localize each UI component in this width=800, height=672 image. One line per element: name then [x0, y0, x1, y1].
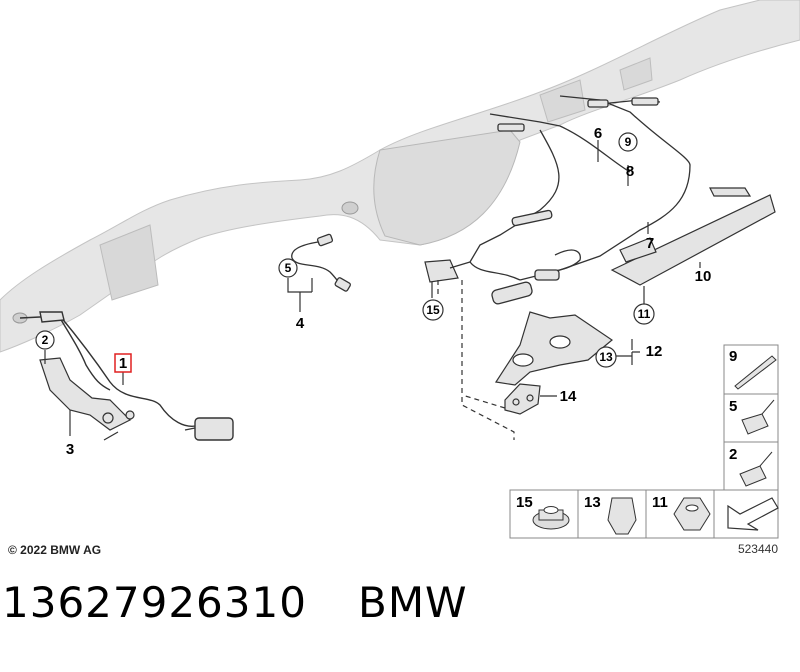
part-number: 13627926310 — [2, 578, 307, 627]
brand-name: BMW — [358, 578, 468, 627]
callout-9[interactable]: 9 — [618, 132, 638, 152]
callout-14[interactable]: 14 — [560, 388, 577, 405]
svg-text:5: 5 — [729, 398, 737, 415]
legend-item-15[interactable]: 15 — [516, 494, 570, 530]
svg-text:13: 13 — [599, 350, 613, 364]
callout-2[interactable]: 2 — [35, 330, 55, 350]
legend-item-5[interactable]: 5 — [729, 398, 775, 435]
svg-text:7: 7 — [646, 235, 654, 252]
svg-text:1: 1 — [119, 355, 127, 372]
legend-item-2[interactable]: 2 — [729, 446, 773, 487]
heat-shield-12 — [494, 311, 613, 386]
svg-text:4: 4 — [296, 315, 305, 332]
legend-item-13[interactable]: 13 — [584, 494, 637, 535]
svg-text:8: 8 — [626, 163, 634, 180]
copyright: © 2022 BMW AG — [8, 543, 101, 557]
svg-text:10: 10 — [695, 268, 712, 285]
svg-text:12: 12 — [646, 343, 663, 360]
svg-text:13: 13 — [584, 494, 601, 511]
legend-side-box: 9 5 2 — [723, 344, 779, 492]
callout-12[interactable]: 12 — [646, 343, 663, 360]
callout-10[interactable]: 10 — [695, 268, 712, 285]
svg-text:9: 9 — [729, 348, 737, 365]
callout-1[interactable]: 1 — [114, 353, 132, 373]
legend-bottom-box: 15 13 11 — [509, 489, 779, 539]
callout-13[interactable]: 13 — [595, 346, 617, 368]
exhaust-assembly — [0, 0, 800, 353]
callout-6[interactable]: 6 — [594, 125, 602, 142]
callout-7[interactable]: 7 — [646, 235, 654, 252]
callout-15[interactable]: 15 — [422, 299, 444, 321]
svg-text:14: 14 — [560, 388, 577, 405]
hex-nut-icon — [673, 497, 711, 531]
sensor-cables-6-7-8 — [469, 95, 691, 305]
oxygen-sensor-cable-1 — [19, 311, 234, 441]
clip-holder-icon — [739, 451, 773, 487]
svg-text:6: 6 — [594, 125, 602, 142]
svg-text:2: 2 — [729, 446, 737, 463]
spring-nut-icon — [607, 497, 637, 535]
svg-text:11: 11 — [638, 307, 651, 321]
leader-lines — [44, 140, 701, 436]
svg-text:3: 3 — [66, 441, 74, 458]
arrow-icon — [727, 497, 779, 531]
flange-nut-icon — [532, 506, 570, 530]
bracket-3 — [39, 357, 135, 441]
connector-15 — [424, 259, 471, 283]
svg-text:11: 11 — [652, 494, 668, 511]
svg-text:15: 15 — [426, 303, 440, 317]
svg-text:2: 2 — [42, 333, 49, 347]
clip-holder-icon — [741, 399, 775, 435]
svg-text:9: 9 — [625, 135, 632, 149]
callout-5[interactable]: 5 — [278, 258, 298, 278]
diagram-code: 523440 — [738, 542, 778, 556]
bracket-10 — [610, 187, 776, 286]
legend-item-9[interactable]: 9 — [729, 348, 777, 390]
callout-3[interactable]: 3 — [66, 441, 74, 458]
oxygen-sensor-5 — [291, 233, 351, 292]
cable-tie-icon — [734, 355, 777, 390]
legend-item-11[interactable]: 11 — [652, 494, 711, 531]
dashed-leaders — [437, 280, 515, 440]
svg-text:5: 5 — [285, 261, 292, 275]
svg-text:15: 15 — [516, 494, 533, 511]
callout-11[interactable]: 11 — [633, 303, 655, 325]
callout-8[interactable]: 8 — [626, 163, 634, 180]
clip-14 — [504, 383, 541, 415]
callout-4[interactable]: 4 — [296, 315, 305, 332]
